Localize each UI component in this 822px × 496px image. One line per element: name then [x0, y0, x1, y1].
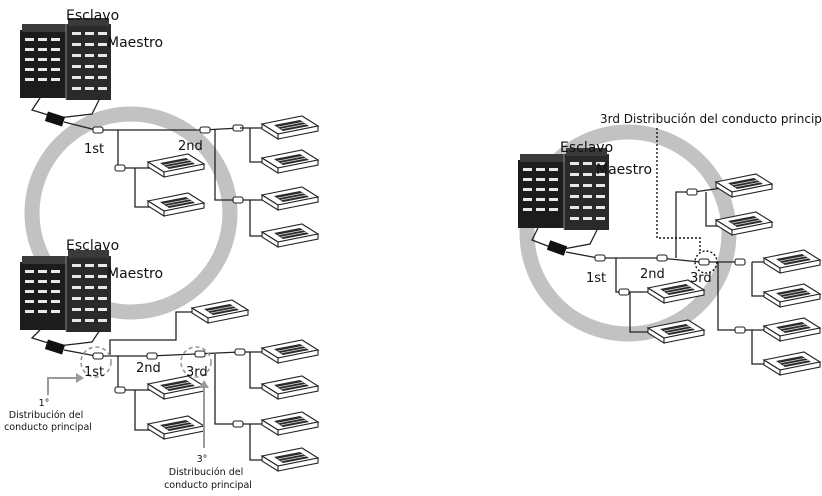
left-top-slave-label: Esclavo [66, 8, 119, 24]
right-joint-3b [735, 259, 745, 265]
right-joint-2 [657, 255, 667, 261]
left-top-cassette-1 [148, 154, 204, 177]
right-cassette-5 [764, 318, 820, 341]
left-bottom-joint-2a [115, 387, 125, 393]
right-cassette-3 [764, 250, 820, 273]
left-top-cassette-4 [262, 150, 318, 173]
left-bottom-branch-1-label: 1st [84, 365, 104, 380]
left-bottom-slave-label: Esclavo [66, 238, 119, 254]
left-top-joint-1 [93, 127, 103, 133]
left-bottom-joint-3c [233, 421, 243, 427]
left-top-cassette-3 [262, 116, 318, 139]
left-top-cassette-5 [262, 187, 318, 210]
left-bottom-joint-3 [195, 351, 205, 357]
left-bottom-branch-2-label: 2nd [136, 361, 161, 376]
left-top-cassette-6 [262, 224, 318, 247]
right-title: 3rd Distribución del conducto principal [600, 112, 822, 126]
right-joint-3 [699, 259, 709, 265]
left-top-outdoor-unit [20, 18, 111, 100]
left-bottom-cassette-5 [262, 412, 318, 435]
right-branch-2-label: 2nd [640, 267, 665, 282]
left-bottom-joint-2 [147, 353, 157, 359]
left-bottom-cassette-4 [262, 376, 318, 399]
left-bottom-system: Esclavo Maestro 1st 2nd 3rd 1° Distribuc… [4, 238, 318, 491]
left-bottom-header-pipe [45, 339, 65, 354]
right-joint-3c [735, 327, 745, 333]
left-bottom-branch-3-label: 3rd [186, 365, 208, 380]
right-header-pipe [547, 240, 567, 256]
left-bottom-cassette-3 [262, 340, 318, 363]
left-top-joint-1a [115, 165, 125, 171]
note-3-number: 3° [197, 454, 208, 465]
right-joint-1 [595, 255, 605, 261]
left-top-joint-2c [233, 197, 243, 203]
left-top-branch-2-label: 2nd [178, 139, 203, 154]
left-top-cassette-2 [148, 193, 204, 216]
note-3-line2: conducto principal [164, 480, 252, 491]
left-top-header-pipe [45, 111, 65, 126]
left-bottom-outdoor-unit [20, 250, 111, 332]
left-bottom-arrow-1 [48, 378, 78, 395]
note-1-line1: Distribución del [9, 410, 83, 421]
left-bottom-joint-3b [235, 349, 245, 355]
left-bottom-joint-1 [93, 353, 103, 359]
left-bottom-cassette-6 [262, 448, 318, 471]
right-outdoor-unit [518, 148, 609, 230]
right-system: 3rd Distribución del conducto principal … [518, 112, 822, 375]
left-top-branch-1-label: 1st [84, 142, 104, 157]
note-1-number: 1° [39, 398, 50, 409]
right-cassette-6 [764, 352, 820, 375]
right-branch-3-label: 3rd [690, 271, 712, 286]
note-3-line1: Distribución del [169, 467, 243, 478]
left-bottom-cassette-top [192, 300, 248, 323]
note-1-line2: conducto principal [4, 422, 92, 433]
right-joint-1a [619, 289, 629, 295]
left-top-joint-2 [200, 127, 210, 133]
right-slave-label: Esclavo [560, 140, 613, 156]
right-branch-1-label: 1st [586, 271, 606, 286]
right-master-label: Maestro [596, 162, 652, 178]
left-top-master-label: Maestro [107, 35, 163, 51]
right-cassette-4 [764, 284, 820, 307]
right-joint-2a [687, 189, 697, 195]
left-bottom-cassette-2 [148, 416, 204, 439]
left-bottom-master-label: Maestro [107, 266, 163, 282]
